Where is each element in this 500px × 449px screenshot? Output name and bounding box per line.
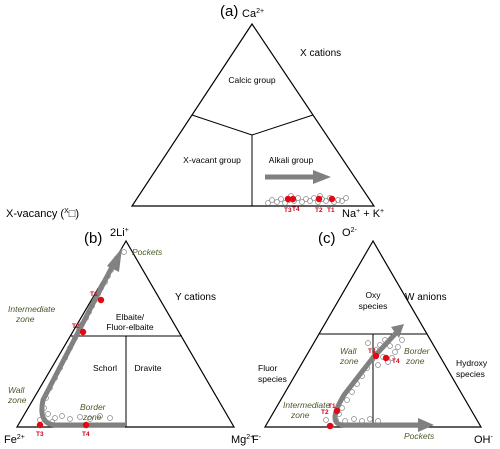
panel-a-top-vertex: Ca2+ bbox=[242, 8, 264, 20]
field-x-vacant-group: X-vacant group bbox=[183, 155, 241, 165]
field-hydroxy: Hydroxy bbox=[456, 358, 488, 368]
panel-a-scatter bbox=[265, 193, 349, 206]
annotation-wall-zone: zone bbox=[7, 395, 27, 405]
field-oxy: Oxy bbox=[365, 290, 381, 300]
panel-c-label-t3: T3 bbox=[368, 348, 376, 355]
annotation-c-intermediate-zone: zone bbox=[290, 410, 310, 420]
panel-b-label-t4: T4 bbox=[82, 431, 90, 438]
panel-b-point-t2 bbox=[79, 328, 87, 336]
panel-b-left-vertex: Fe2+ bbox=[4, 434, 25, 446]
field-calcic-group: Calcic group bbox=[228, 75, 276, 85]
panel-b-point-t1 bbox=[97, 296, 105, 304]
panel-c-trend-arrowhead-lower bbox=[418, 418, 434, 432]
field-oxy-species: species bbox=[359, 301, 388, 311]
panel-b-point-t4 bbox=[82, 421, 90, 429]
panel-b-right-vertex: Mg2+ bbox=[231, 434, 254, 446]
panel-a-letter: (a) bbox=[220, 3, 238, 20]
panel-b-top-vertex: 2Li+ bbox=[110, 227, 129, 239]
panel-c-right-vertex: OH- bbox=[474, 434, 494, 446]
panel-c-label-t2: T2 bbox=[321, 409, 329, 416]
panel-c-point-t2 bbox=[326, 422, 334, 430]
panel-b-letter: (b) bbox=[84, 230, 102, 247]
panel-b-title: Y cations bbox=[175, 292, 216, 303]
panel-b: (b) 2Li+ Y cations Elbaite/ Fluor-elbait… bbox=[4, 227, 254, 446]
panel-c-point-t4 bbox=[382, 354, 390, 362]
annotation-c-intermediate: Intermediate bbox=[283, 400, 331, 410]
panel-a-right-vertex: Na+ + K+ bbox=[342, 208, 384, 220]
annotation-border-zone: zone bbox=[82, 412, 102, 422]
annotation-c-wall-zone: zone bbox=[339, 356, 359, 366]
field-fluor-species: species bbox=[258, 374, 287, 384]
panel-b-trend-arrowhead bbox=[107, 248, 122, 272]
panel-c: (c) O2- W anions Oxy species Fluor speci… bbox=[252, 227, 494, 446]
panel-c-label-t4: T4 bbox=[392, 358, 400, 365]
panel-a-title: X cations bbox=[300, 48, 341, 59]
panel-a-boundary-right bbox=[251, 114, 314, 136]
annotation-intermediate-zone: zone bbox=[15, 314, 35, 324]
field-fluor-elbaite: Fluor-elbaite bbox=[106, 322, 154, 332]
panel-c-point-t1 bbox=[333, 407, 341, 415]
panel-c-point-t3 bbox=[372, 352, 380, 360]
annotation-c-pockets: Pockets bbox=[404, 431, 435, 441]
panel-a-boundary-left bbox=[191, 114, 253, 136]
annotation-pockets: Pockets bbox=[132, 247, 163, 257]
panel-c-letter: (c) bbox=[318, 230, 336, 247]
annotation-c-border-zone: zone bbox=[405, 356, 425, 366]
panel-b-scatter bbox=[37, 249, 127, 425]
annotation-c-wall: Wall bbox=[340, 346, 357, 356]
panel-a-label-t3: T3 bbox=[284, 207, 292, 214]
panel-c-scatter bbox=[323, 337, 405, 429]
panel-b-label-t2: T2 bbox=[72, 323, 80, 330]
panel-c-left-vertex: F- bbox=[252, 434, 262, 446]
panel-b-label-t1: T1 bbox=[90, 291, 98, 298]
panel-a-trend-arrowhead bbox=[313, 170, 331, 184]
panel-a: (a) Ca2+ X cations Calcic group X-vacant… bbox=[6, 3, 384, 220]
panel-a-label-t2: T2 bbox=[315, 207, 323, 214]
annotation-c-border: Border bbox=[404, 346, 431, 356]
panel-b-point-t3 bbox=[36, 421, 44, 429]
panel-c-title: W anions bbox=[405, 292, 447, 303]
panel-c-label-t1: T1 bbox=[328, 403, 336, 410]
panel-a-point-t4 bbox=[289, 195, 297, 203]
annotation-intermediate: Intermediate bbox=[8, 304, 56, 314]
panel-c-top-vertex: O2- bbox=[342, 227, 357, 239]
panel-a-label-t4: T4 bbox=[292, 206, 300, 213]
panel-a-point-t3 bbox=[284, 195, 292, 203]
field-alkali-group: Alkali group bbox=[269, 155, 314, 165]
annotation-wall: Wall bbox=[8, 385, 25, 395]
panel-a-point-t2 bbox=[315, 195, 323, 203]
panel-a-point-t1 bbox=[328, 195, 336, 203]
panel-c-trend-arrowhead-upper bbox=[391, 324, 404, 338]
field-dravite: Dravite bbox=[135, 363, 162, 373]
field-elbaite: Elbaite/ bbox=[116, 312, 145, 322]
panel-a-left-vertex: X-vacancy (X□) bbox=[6, 208, 79, 220]
panel-a-label-t1: T1 bbox=[327, 207, 335, 214]
field-hydroxy-species: species bbox=[456, 369, 485, 379]
field-fluor: Fluor bbox=[258, 363, 278, 373]
field-schorl: Schorl bbox=[93, 363, 117, 373]
panel-b-label-t3: T3 bbox=[36, 431, 44, 438]
annotation-border: Border bbox=[80, 402, 107, 412]
panel-b-trend-arrow bbox=[39, 263, 125, 428]
